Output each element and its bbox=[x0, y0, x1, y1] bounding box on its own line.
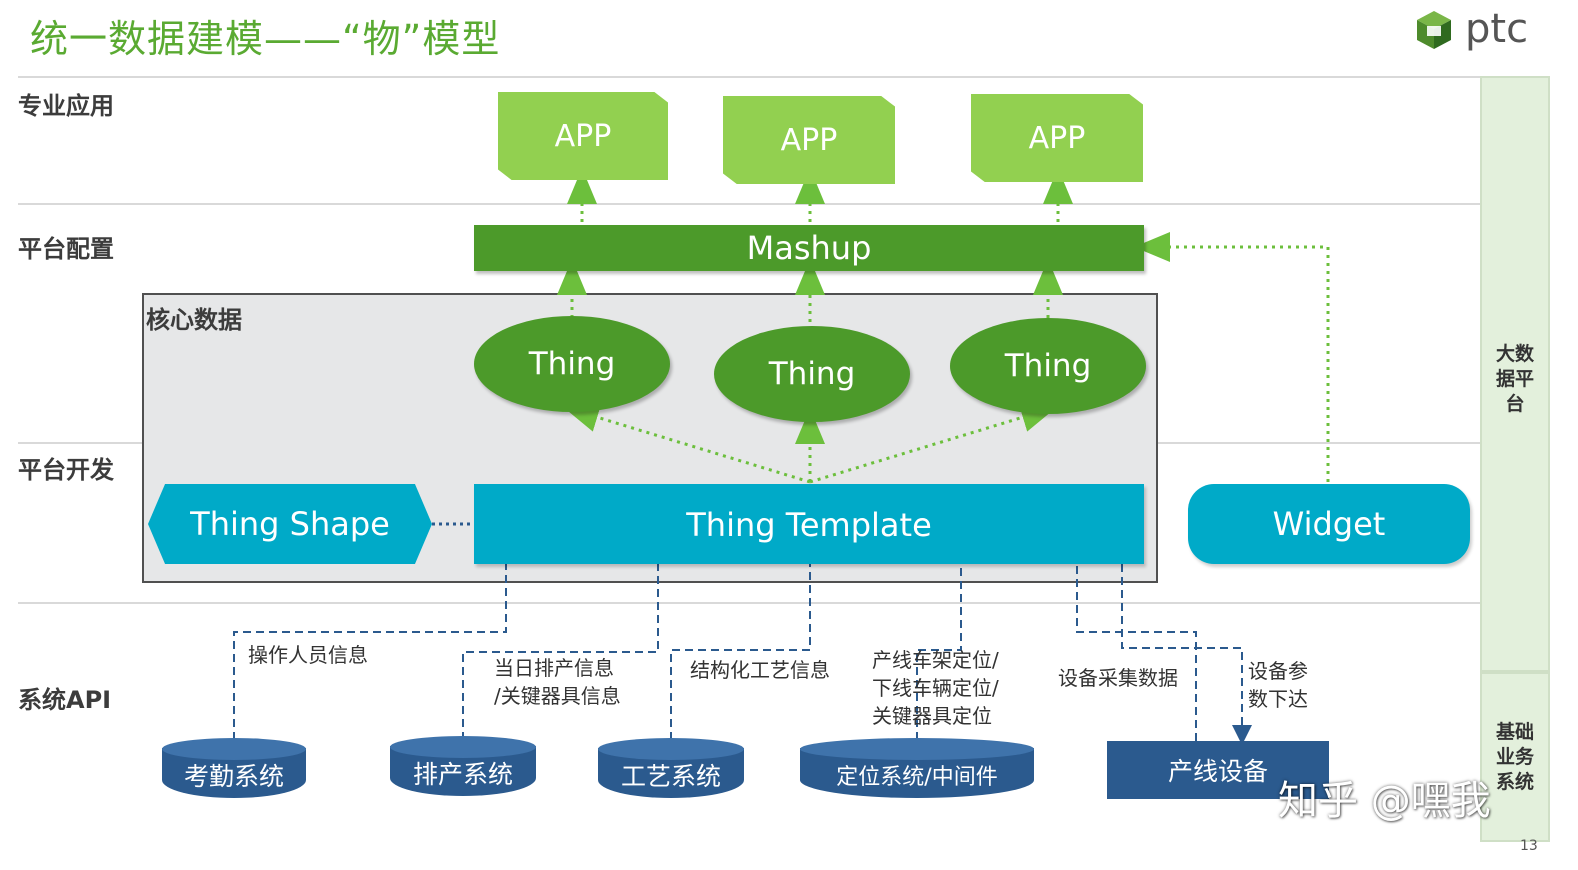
thing-node-3[interactable]: Thing bbox=[950, 318, 1146, 414]
thing-node-1[interactable]: Thing bbox=[474, 316, 670, 412]
arrow-process-template bbox=[670, 542, 820, 740]
mashup-label: Mashup bbox=[746, 229, 872, 267]
widget-box[interactable]: Widget bbox=[1188, 484, 1470, 564]
thing-label: Thing bbox=[1004, 348, 1092, 384]
system-label: 产线设备 bbox=[1167, 757, 1268, 786]
system-label: 定位系统/中间件 bbox=[836, 765, 998, 790]
flow-label-params: 设备参 数下达 bbox=[1248, 659, 1308, 711]
app-label: APP bbox=[1028, 120, 1086, 156]
arrow-scheduling-template bbox=[462, 542, 668, 740]
thing-label: Thing bbox=[528, 346, 616, 382]
divider-top bbox=[18, 76, 1480, 78]
flow-label-schedule: 当日排产信息 /关键器具信息 bbox=[494, 656, 621, 708]
ptc-logo-text: ptc bbox=[1465, 6, 1529, 52]
arrow-template-thing1 bbox=[562, 402, 811, 484]
page-number: 13 bbox=[1520, 838, 1538, 854]
arrow-template-device bbox=[1121, 564, 1252, 745]
arrow-widget-mashup bbox=[1134, 232, 1330, 482]
side-text-bigdata: 大数 据平 台 bbox=[1495, 343, 1534, 415]
app-box-3[interactable]: APP bbox=[971, 94, 1143, 182]
thing-label: Thing bbox=[768, 356, 856, 392]
layer-label-config: 平台配置 bbox=[18, 235, 114, 263]
thing-shape-box[interactable]: Thing Shape bbox=[148, 484, 432, 564]
flow-label-collect: 设备采集数据 bbox=[1058, 666, 1178, 690]
side-label-bigdata: 大数 据平 台 bbox=[1480, 342, 1550, 417]
watermark: 知乎 @嘿我 bbox=[1278, 778, 1491, 824]
cylinder-top bbox=[800, 738, 1034, 760]
thing-template-label: Thing Template bbox=[686, 506, 932, 544]
page-title: 统一数据建模——“物”模型 bbox=[30, 17, 501, 61]
cylinder-top bbox=[390, 736, 536, 758]
system-scheduling[interactable]: 排产系统 bbox=[390, 736, 536, 796]
widget-label: Widget bbox=[1272, 505, 1386, 543]
layer-label-dev: 平台开发 bbox=[18, 456, 114, 484]
system-label: 工艺系统 bbox=[620, 762, 721, 791]
ptc-logo-icon bbox=[1417, 11, 1451, 49]
layer-label-api: 系统API bbox=[18, 686, 112, 714]
divider-app-config bbox=[18, 203, 1480, 205]
arrow-location-template bbox=[916, 542, 971, 740]
thing-template-box[interactable]: Thing Template bbox=[474, 484, 1144, 564]
system-label: 排产系统 bbox=[412, 760, 513, 789]
layer-label-core: 核心数据 bbox=[146, 306, 242, 334]
app-box-2[interactable]: APP bbox=[723, 96, 895, 184]
side-label-basic: 基础 业务 系统 bbox=[1480, 720, 1550, 795]
flow-label-process: 结构化工艺信息 bbox=[690, 658, 830, 682]
arrow-template-thing3 bbox=[809, 402, 1058, 484]
mashup-bar[interactable]: Mashup bbox=[474, 225, 1144, 271]
flow-label-location: 产线车架定位/ 下线车辆定位/ 关键器具定位 bbox=[872, 648, 999, 728]
system-device[interactable]: 产线设备 bbox=[1107, 741, 1329, 799]
arrow-attendance-template bbox=[233, 542, 516, 740]
cylinder-top bbox=[598, 738, 744, 760]
cylinder-top bbox=[162, 738, 306, 760]
flow-label-operator: 操作人员信息 bbox=[248, 643, 368, 667]
app-label: APP bbox=[554, 118, 612, 154]
layer-label-app: 专业应用 bbox=[18, 92, 114, 120]
divider-dev-api bbox=[18, 602, 1480, 604]
system-process[interactable]: 工艺系统 bbox=[598, 738, 744, 798]
side-panel-basic bbox=[1480, 672, 1550, 842]
side-panel-bigdata bbox=[1480, 76, 1550, 672]
system-label: 考勤系统 bbox=[183, 762, 284, 791]
side-text-basic: 基础 业务 系统 bbox=[1495, 721, 1534, 793]
system-location[interactable]: 定位系统/中间件 bbox=[800, 738, 1034, 798]
thing-node-2[interactable]: Thing bbox=[714, 326, 910, 422]
thing-shape-label: Thing Shape bbox=[190, 505, 390, 543]
app-label: APP bbox=[780, 122, 838, 158]
system-attendance[interactable]: 考勤系统 bbox=[162, 738, 306, 798]
app-box-1[interactable]: APP bbox=[498, 92, 668, 180]
arrow-device-template bbox=[1067, 542, 1197, 741]
